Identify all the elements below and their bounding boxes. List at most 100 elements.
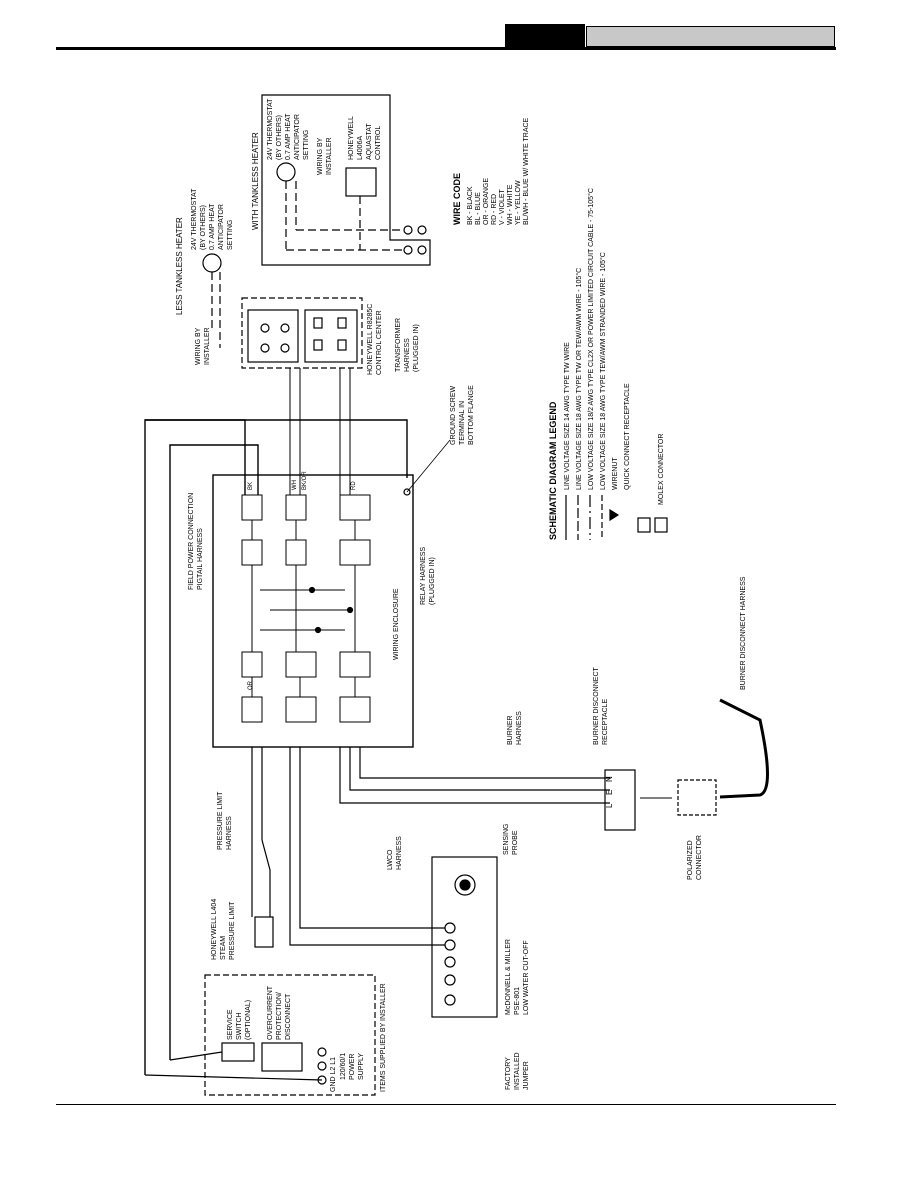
label-relay-harness-2: (PLUGGED IN): [429, 557, 436, 605]
label-overcurrent-3: DISCONNECT: [285, 993, 292, 1040]
label-service-switch-1: SERVICE: [227, 1009, 234, 1040]
label-thermo2-1: 24V THERMOSTAT: [267, 98, 274, 160]
power-feed-wires: [144, 419, 408, 1075]
label-aquastat-1: HONEYWELL: [348, 116, 355, 160]
label-power-supply-1: 120/60/1: [340, 1053, 347, 1080]
label-burner-harness-2: HARNESS: [516, 711, 523, 745]
legend-entry: LOW VOLTAGE SIZE 18/2 AWG TYPE CL2X OR P…: [587, 188, 595, 490]
wire-code-block: WIRE CODE BK - BLACK BL - BLUE OR - ORAN…: [452, 117, 530, 225]
label-aquastat-3: AQUASTAT: [366, 123, 373, 160]
label-pressure-harness-2: HARNESS: [226, 816, 233, 850]
label-transformer-1: TRANSFORMER: [395, 318, 402, 372]
footer-rule: [56, 1104, 836, 1105]
legend-title: SCHEMATIC DIAGRAM LEGEND: [548, 401, 558, 540]
label-control-center-1: HONEYWELL R8285C: [367, 304, 374, 375]
wire-code-entry: BL/WH - BLUE W/ WHITE TRACE: [523, 117, 530, 225]
label-lwco-harness-1: LWCO: [387, 849, 394, 870]
label-thermo1-4: ANTICIPATOR: [218, 204, 225, 250]
label-overcurrent-1: OVERCURRENT: [267, 985, 274, 1040]
tag-e: E: [605, 790, 614, 795]
label-thermo2-2: (BY OTHERS): [276, 115, 283, 160]
label-less-tankless: LESS TANKLESS HEATER: [175, 217, 184, 315]
internal-wires: [251, 520, 356, 697]
label-ground-screw: GROUND SCREW: [450, 385, 457, 445]
tag-n: N: [605, 776, 614, 782]
thermostat-less-tankless: [202, 253, 222, 273]
label-sensing-1: SENSING: [503, 823, 510, 855]
legend-entry: LINE VOLTAGE SIZE 14 AWG TYPE TW WIRE: [564, 342, 571, 490]
overcurrent-switch: [261, 1042, 303, 1072]
label-aquastat-2: L4006A: [357, 136, 364, 160]
label-thermo1-1: 24V THERMOSTAT: [191, 188, 198, 250]
aquastat-box: [345, 167, 377, 197]
wire-code-entry: OR - ORANGE: [483, 178, 490, 225]
legend-entry: MOLEX CONNECTOR: [658, 434, 665, 505]
items-supplied-box: [204, 974, 376, 1096]
label-pressure-harness-1: PRESSURE LIMIT: [217, 791, 224, 850]
label-sensing-2: PROBE: [512, 830, 519, 855]
label-disconnect-receptacle-2: RECEPTACLE: [602, 699, 609, 745]
label-pressure-limit-1: HONEYWELL L404: [211, 899, 218, 960]
label-wiring-enclosure: WIRING ENCLOSURE: [393, 588, 400, 660]
label-lwco-3: LOW WATER CUT-OFF: [523, 940, 530, 1015]
label-service-switch-3: (OPTIONAL): [245, 1000, 252, 1040]
schematic-legend: SCHEMATIC DIAGRAM LEGEND LINE VOLTAGE SI…: [548, 188, 665, 540]
label-lwco-1: McDONNELL & MILLER: [505, 939, 512, 1015]
label-with-tankless: WITH TANKLESS HEATER: [251, 132, 260, 230]
lwco-box: [431, 856, 498, 1018]
label-relay-harness-1: RELAY HARNESS: [420, 547, 427, 605]
label-wiring-installer-2a: WIRING BY: [317, 137, 324, 175]
pressure-limit-box: [254, 916, 274, 948]
tag-l: L: [605, 803, 614, 808]
legend-entry: QUICK CONNECT RECEPTACLE: [624, 383, 631, 490]
label-disconnect-harness: BURNER DISCONNECT HARNESS: [740, 576, 747, 690]
label-thermo2-3: 0.7 AMP HEAT: [285, 113, 292, 160]
label-jumper-1: FACTORY: [505, 1057, 512, 1090]
label-wiring-installer-2b: INSTALLER: [326, 137, 333, 175]
tag-rd: RD: [351, 481, 357, 490]
label-lwco-harness-2: HARNESS: [396, 836, 403, 870]
wire-code-entry: RD - RED: [491, 194, 498, 225]
thermostat-with-tankless: [276, 162, 296, 182]
label-disconnect-receptacle-1: BURNER DISCONNECT: [593, 666, 600, 745]
polarized-connector: [677, 779, 717, 816]
legend-entry: WIRENUT: [612, 457, 619, 490]
label-power-terminals: GND L2 L1: [330, 1057, 337, 1092]
wire-code-entry: YE - YELLOW: [515, 180, 522, 225]
label-pressure-limit-3: PRESSURE LIMIT: [229, 901, 236, 960]
burner-harness-wires: [339, 747, 610, 804]
label-aquastat-4: CONTROL: [375, 126, 382, 160]
label-ground-screw-2: TERMINAL IN: [459, 401, 466, 445]
header-tab-black: [505, 24, 585, 50]
header-rule: [56, 47, 836, 50]
label-power-supply-2: POWER: [349, 1054, 356, 1080]
label-power-supply-3: SUPPLY: [358, 1053, 365, 1080]
tag-or: OR: [248, 680, 254, 690]
control-center-box: [241, 297, 363, 369]
header-tab-gray: [586, 26, 835, 47]
label-thermo1-5: SETTING: [227, 220, 234, 250]
wire-code-entry: WH - WHITE: [507, 184, 514, 225]
wire-code-entry: BL - BLUE: [475, 192, 482, 225]
label-control-center-2: CONTROL CENTER: [376, 310, 383, 375]
legend-symbols: [565, 495, 603, 540]
label-wiring-installer-1b: INSTALLER: [204, 327, 211, 365]
diagram-labels: LESS TANKLESS HEATER WITH TANKLESS HEATE…: [175, 98, 747, 1092]
tag-bkor: BK/OR: [302, 471, 308, 490]
label-transformer-2: HARNESS: [404, 338, 411, 372]
with-tankless-outline: [261, 94, 431, 266]
label-thermo1-2: (BY OTHERS): [200, 205, 207, 250]
service-switch: [221, 1042, 255, 1062]
label-thermo1-3: 0.7 AMP HEAT: [209, 203, 216, 250]
label-polarized-1: POLARIZED: [687, 840, 694, 880]
label-polarized-2: CONNECTOR: [696, 835, 703, 880]
burner-disconnect-receptacle: [604, 769, 636, 831]
label-thermo2-5: SETTING: [303, 130, 310, 160]
label-wiring-installer-1a: WIRING BY: [195, 327, 202, 365]
label-field-power-2: PIGTAIL HARNESS: [197, 528, 204, 590]
label-items-supplied: ITEMS SUPPLIED BY INSTALLER: [380, 983, 387, 1092]
label-pressure-limit-2: STEAM: [220, 936, 227, 960]
legend-entry: LOW VOLTAGE SIZE 18 AWG TYPE TEW/AWM STR…: [599, 252, 607, 490]
wire-code-entry: BK - BLACK: [467, 186, 474, 225]
